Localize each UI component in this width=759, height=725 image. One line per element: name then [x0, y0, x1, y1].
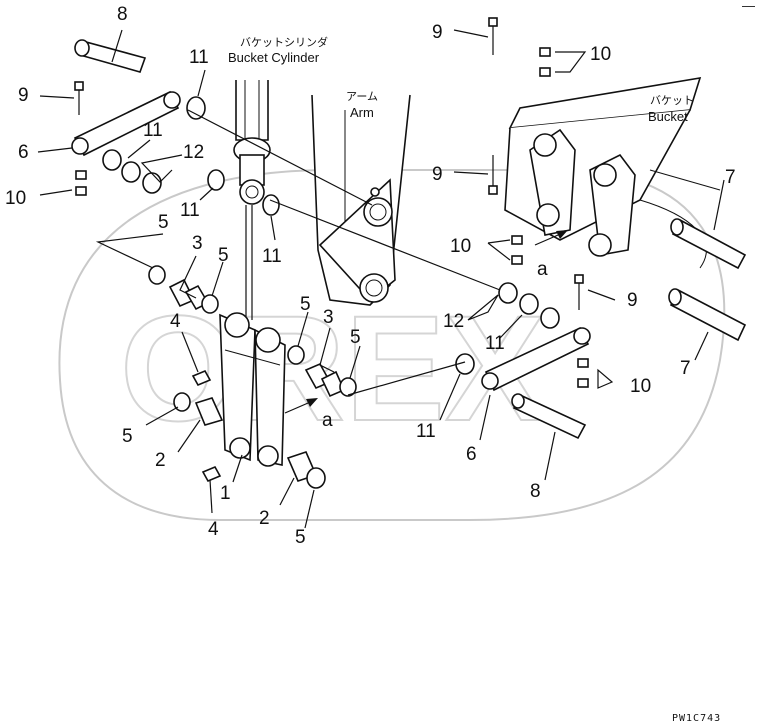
part-label-10: 10 — [590, 44, 611, 65]
part-label-7: 7 — [680, 358, 691, 379]
part-label-5: 5 — [218, 245, 229, 266]
bolt-part-9 — [74, 17, 584, 310]
part-label-3: 3 — [192, 233, 203, 254]
part-label-9: 9 — [432, 164, 443, 185]
arm-label-jp: アーム — [346, 90, 378, 103]
bar-part-6-bottom — [481, 326, 591, 392]
corner-mark: — — [742, 0, 755, 13]
part-label-7: 7 — [725, 167, 736, 188]
washer-parts-11-12 — [102, 96, 560, 375]
part-label-9: 9 — [18, 85, 29, 106]
watermark-logo: OREX — [58, 169, 726, 521]
part-label-11: 11 — [262, 246, 282, 267]
part-label-4: 4 — [208, 519, 219, 540]
bucket-cylinder-drawing — [233, 80, 271, 320]
bucket-cylinder-label-jp: バケットシリンダ — [240, 35, 328, 49]
part-label-5: 5 — [350, 327, 361, 348]
bucket-cylinder-label: Bucket Cylinder — [228, 50, 320, 65]
grease-fitting-part-4 — [191, 369, 222, 483]
pin-part-7-bottom — [668, 288, 747, 342]
arm-drawing — [311, 94, 411, 306]
part-label-5: 5 — [300, 294, 311, 315]
arm-label: Arm — [350, 105, 374, 120]
bucket-label: Bucket — [648, 109, 688, 124]
pin-part-8-top — [74, 39, 147, 73]
part-label-5: 5 — [295, 527, 306, 548]
view-arrows — [284, 230, 568, 414]
pin-part-7-top — [670, 218, 747, 270]
bushing-and-seal-parts — [148, 265, 357, 489]
component-labels: バケットシリンダ Bucket Cylinder アーム Arm バケット Bu… — [228, 35, 721, 724]
part-label-11: 11 — [189, 47, 209, 68]
part-label-12: 12 — [443, 311, 464, 332]
part-label-9: 9 — [627, 290, 638, 311]
part-label-2: 2 — [155, 450, 166, 471]
nut-part-10 — [75, 47, 589, 388]
bar-part-6-top — [71, 90, 181, 157]
part-label-11: 11 — [416, 421, 436, 442]
part-number-callouts: 8 9 11 6 11 12 10 11 11 5 3 5 4 5 2 1 4 … — [5, 4, 736, 548]
part-label-8: 8 — [117, 4, 128, 25]
part-label-5: 5 — [122, 426, 133, 447]
leader-lines — [37, 29, 725, 529]
link-part-1 — [219, 312, 286, 467]
part-label-11: 11 — [485, 333, 505, 354]
part-label-12: 12 — [183, 142, 204, 163]
part-label-6: 6 — [18, 142, 29, 163]
bucket-drawing — [504, 76, 721, 269]
part-label-9: 9 — [432, 22, 443, 43]
part-label-11: 11 — [143, 120, 163, 141]
part-label-5: 5 — [158, 212, 169, 233]
part-label-6: 6 — [466, 444, 477, 465]
bucket-label-jp: バケット — [650, 94, 694, 107]
part-label-1: 1 — [220, 483, 231, 504]
part-label-8: 8 — [530, 481, 541, 502]
part-label-2: 2 — [259, 508, 270, 529]
view-marker-a-left: a — [322, 410, 333, 431]
part-label-10: 10 — [450, 236, 471, 257]
view-marker-a-right: a — [537, 259, 548, 280]
pin-part-8-bottom — [511, 393, 587, 440]
watermark-text: OREX — [120, 284, 545, 452]
part-label-11: 11 — [180, 200, 200, 221]
part-label-10: 10 — [630, 376, 651, 397]
part-label-3: 3 — [323, 307, 334, 328]
drawing-code: PW1C743 — [672, 713, 721, 724]
part-label-4: 4 — [170, 311, 181, 332]
part-label-10: 10 — [5, 188, 26, 209]
